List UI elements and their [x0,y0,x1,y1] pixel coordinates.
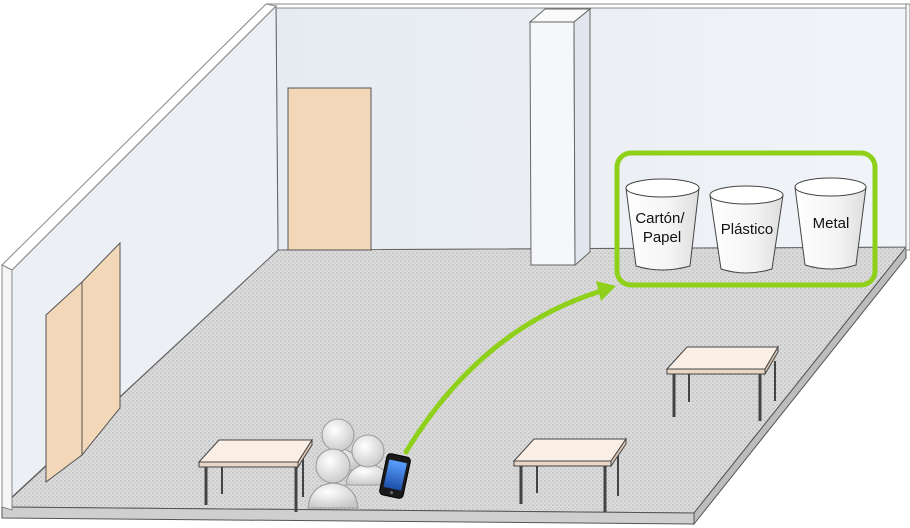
plastic-bin-label-line1: Plástico [721,221,774,238]
metal-bin-label: Metal [813,215,850,232]
paper-bin: Cartón/ Papel [625,178,700,271]
paper-bin-label-line1: Cartón/ [635,210,685,227]
table-back-right [665,345,779,421]
side-door [45,241,121,483]
recycling-area-highlight [614,150,878,288]
table-front-right [512,437,627,512]
plastic-bin: Plástico [709,185,784,274]
column [528,7,592,267]
metal-bin: Metal [794,177,867,270]
plastic-bin-label: Plástico [721,221,774,238]
paper-bin-label: Cartón/ Papel [635,210,688,246]
metal-bin-label-line1: Metal [813,215,850,232]
back-door [287,87,372,251]
user-group-icon [307,418,391,509]
curved-arrow-icon [403,281,616,455]
smartphone-icon [379,453,411,499]
paper-bin-label-line2: Papel [643,229,681,246]
table-front-left [197,438,313,512]
